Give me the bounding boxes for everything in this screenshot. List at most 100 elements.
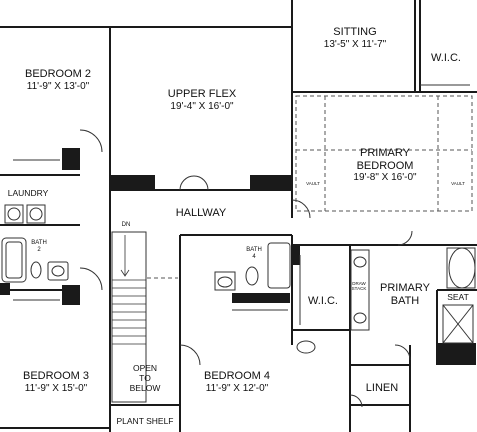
wall-block <box>110 175 155 191</box>
room-name: BEDROOM 2 <box>24 68 91 80</box>
door-swing <box>179 175 195 191</box>
drawer-stack-label: DRAW STACK <box>349 281 369 291</box>
stair-arrowhead <box>120 269 130 277</box>
room-name: LINEN <box>365 382 399 394</box>
fixtures <box>1 84 476 408</box>
bath2-sink <box>47 261 69 281</box>
bath2-sink-basin <box>51 265 65 277</box>
room-linen: LINEN <box>355 382 409 395</box>
door-swing <box>179 344 201 366</box>
room-name: W.I.C. <box>308 295 338 307</box>
wall-solids <box>0 148 476 365</box>
wall-block <box>292 245 300 265</box>
stair-dn-text: DN <box>121 222 131 228</box>
door-swing <box>349 394 363 408</box>
door-swing <box>397 230 413 246</box>
room-bedroom-4: BEDROOM 4 11'-9" X 12'-0" <box>186 370 288 394</box>
wall-block <box>250 175 292 191</box>
room-name: BEDROOM <box>356 159 414 172</box>
wall-block <box>232 293 290 303</box>
washer <box>4 204 24 224</box>
stair-down-label: DN <box>117 222 135 229</box>
bath2-toilet <box>30 261 42 279</box>
room-name: BATH <box>390 294 420 307</box>
shower-diag <box>442 304 474 344</box>
drawer-stack-line2: STACK <box>351 286 367 292</box>
room-wic-lower: W.I.C. <box>300 295 346 308</box>
room-bedroom-3: BEDROOM 3 11'-9" X 15'-0" <box>6 370 106 394</box>
bath4-sink <box>217 276 233 288</box>
room-name: BATH <box>246 247 262 253</box>
washer-drum <box>7 207 21 221</box>
wall-block <box>62 285 80 305</box>
wall-block <box>0 283 10 295</box>
bath2-tub <box>1 237 27 283</box>
room-name: PLANT SHELF <box>116 416 174 426</box>
open-line-1: OPEN <box>132 363 158 373</box>
room-name: PRIMARY <box>380 282 430 294</box>
vault-label-left: VAULT <box>300 181 326 186</box>
room-dimensions: 11'-9" X 12'-0" <box>205 382 269 394</box>
primary-tub-deck <box>446 247 476 289</box>
bath4-vanity <box>214 271 236 291</box>
primary-sink-2 <box>353 312 367 324</box>
room-bedroom-2: BEDROOM 2 11'-9" X 13'-0" <box>8 68 108 92</box>
drawer-stack-line1: DRAW <box>352 281 366 286</box>
primary-tub <box>448 247 476 289</box>
door-swing <box>193 175 209 191</box>
vault-text: VAULT <box>451 181 465 186</box>
plant-shelf: PLANT SHELF <box>112 416 178 427</box>
room-name: HALLWAY <box>175 207 227 219</box>
open-to-below: OPEN TO BELOW <box>122 363 168 393</box>
room-name: W.I.C. <box>431 52 461 64</box>
bath4-tub <box>267 242 291 289</box>
primary-sink-1 <box>353 256 367 268</box>
door-swing <box>394 344 411 361</box>
room-sitting: SITTING 13'-5" X 11'-7" <box>305 26 405 50</box>
vault-text: VAULT <box>306 181 320 186</box>
room-name: BEDROOM 3 <box>22 370 89 382</box>
room-dimensions: 13'-5" X 11'-7" <box>323 38 387 50</box>
room-dimensions: 11'-9" X 13'-0" <box>26 80 90 92</box>
room-name: UPPER FLEX <box>167 88 237 100</box>
primary-vanity <box>350 249 370 331</box>
room-primary-bedroom: PRIMARY BEDROOM 19'-8" X 16'-0" <box>335 147 435 184</box>
vault-label-right: VAULT <box>445 181 471 186</box>
vault-lines <box>147 95 473 279</box>
room-name: PRIMARY <box>360 147 410 159</box>
bath2-tub-inner <box>5 241 23 279</box>
door-swing <box>79 129 103 153</box>
vault-outline <box>295 95 473 212</box>
room-upper-flex: UPPER FLEX 19'-4" X 16'-0" <box>142 88 262 112</box>
room-laundry: LAUNDRY <box>3 188 53 199</box>
primary-toilet <box>296 340 316 354</box>
room-primary-bath: PRIMARY BATH <box>370 282 440 307</box>
room-number: 4 <box>252 253 256 260</box>
dryer <box>26 204 46 224</box>
room-name: BATH <box>31 240 47 246</box>
door-swing <box>79 267 103 291</box>
door-swing <box>291 199 311 219</box>
open-line-2: TO <box>139 372 151 383</box>
stair-well <box>111 231 147 403</box>
room-dimensions: 11'-9" X 15'-0" <box>24 382 88 394</box>
open-line-3: BELOW <box>129 382 161 393</box>
dryer-drum <box>29 207 43 221</box>
room-hallway: HALLWAY <box>158 207 244 220</box>
room-wic-upper: W.I.C. <box>423 52 469 65</box>
room-bath-2: BATH 2 <box>28 240 50 254</box>
wall-block <box>436 343 476 365</box>
stair-treads <box>112 235 146 345</box>
room-number: 2 <box>37 246 41 253</box>
room-name: LAUNDRY <box>7 188 49 198</box>
room-dimensions: 19'-4" X 16'-0" <box>170 100 234 112</box>
room-bath-4: BATH 4 <box>243 247 265 261</box>
shower <box>442 304 474 344</box>
room-name: SEAT <box>447 292 469 302</box>
room-name: BEDROOM 4 <box>203 370 270 382</box>
room-dimensions: 19'-8" X 16'-0" <box>353 172 417 184</box>
wall-block <box>62 148 80 170</box>
room-seat: SEAT <box>440 292 476 303</box>
